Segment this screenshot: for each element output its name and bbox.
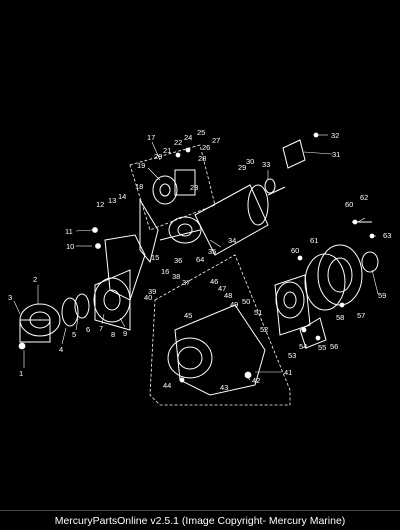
callout-30: 30 <box>246 157 254 166</box>
callout-21: 21 <box>163 146 171 155</box>
callout-63: 63 <box>383 231 391 240</box>
callout-7: 7 <box>99 324 103 333</box>
callout-36: 36 <box>174 256 182 265</box>
callout-57: 57 <box>357 311 365 320</box>
callout-10: 10 <box>66 242 74 251</box>
callout-15: 15 <box>151 253 159 262</box>
callout-17: 17 <box>147 133 155 142</box>
callout-3: 3 <box>8 293 12 302</box>
callout-62: 62 <box>360 193 368 202</box>
armature <box>159 178 286 256</box>
callout-14: 14 <box>118 192 126 201</box>
callout-38: 38 <box>172 272 180 281</box>
callout-45: 45 <box>184 311 192 320</box>
solenoid-assembly-box <box>129 144 216 264</box>
callout-40: 40 <box>144 293 152 302</box>
callout-1: 1 <box>19 369 23 378</box>
commutator-end-frame <box>274 219 379 349</box>
callout-48: 48 <box>224 291 232 300</box>
callout-64: 64 <box>196 255 204 264</box>
footer-bar: MercuryPartsOnline v2.5.1 (Image Copyrig… <box>0 510 400 530</box>
callout-32: 32 <box>331 131 339 140</box>
callout-53: 53 <box>288 351 296 360</box>
callout-12: 12 <box>96 200 104 209</box>
field-frame-box <box>149 254 291 406</box>
callout-51: 51 <box>254 308 262 317</box>
drive-end-housing <box>18 227 146 350</box>
callout-16: 16 <box>161 267 169 276</box>
callout-58: 58 <box>336 313 344 322</box>
top-bracket <box>282 132 319 169</box>
callout-2: 2 <box>33 275 37 284</box>
callout-44: 44 <box>163 381 171 390</box>
callout-61: 61 <box>310 236 318 245</box>
callout-60-left: 60 <box>291 246 299 255</box>
callout-23: 23 <box>190 183 198 192</box>
callout-5: 5 <box>72 330 76 339</box>
callout-13: 13 <box>108 196 116 205</box>
callout-46: 46 <box>210 277 218 286</box>
callout-4: 4 <box>59 345 63 354</box>
callout-18: 18 <box>135 182 143 191</box>
callout-29: 29 <box>238 163 246 172</box>
callout-26: 26 <box>202 143 210 152</box>
callout-28: 28 <box>198 154 206 163</box>
callout-31: 31 <box>332 150 340 159</box>
callout-8: 8 <box>111 330 115 339</box>
callout-60-top: 60 <box>345 200 353 209</box>
callout-59: 59 <box>378 291 386 300</box>
callout-9: 9 <box>123 329 127 338</box>
copyright-caption: MercuryPartsOnline v2.5.1 (Image Copyrig… <box>54 514 346 527</box>
callout-52: 52 <box>260 325 268 334</box>
callout-11: 11 <box>65 227 73 236</box>
callout-25: 25 <box>197 128 205 137</box>
callout-55: 55 <box>318 343 326 352</box>
callout-54: 54 <box>299 342 307 351</box>
callout-22: 22 <box>174 138 182 147</box>
callout-33: 33 <box>262 160 270 169</box>
callout-35: 35 <box>208 247 216 256</box>
callout-47: 47 <box>218 284 226 293</box>
callout-37: 37 <box>182 278 190 287</box>
callout-20: 20 <box>154 152 162 161</box>
callout-27: 27 <box>212 136 220 145</box>
callout-19: 19 <box>137 161 145 170</box>
callout-41: 41 <box>284 368 292 377</box>
callout-labels: 1 2 3 4 5 6 7 8 9 10 11 12 13 14 15 16 1… <box>8 128 391 392</box>
callout-39: 39 <box>148 287 156 296</box>
callout-24: 24 <box>184 133 192 142</box>
callout-56: 56 <box>330 342 338 351</box>
leader-lines <box>13 134 379 381</box>
callout-43: 43 <box>220 383 228 392</box>
callout-6: 6 <box>86 325 90 334</box>
callout-49: 49 <box>230 300 238 309</box>
callout-34: 34 <box>228 236 236 245</box>
callout-50: 50 <box>242 297 250 306</box>
exploded-parts-diagram: 1 2 3 4 5 6 7 8 9 10 11 12 13 14 15 16 1… <box>8 128 391 406</box>
callout-42: 42 <box>252 376 260 385</box>
